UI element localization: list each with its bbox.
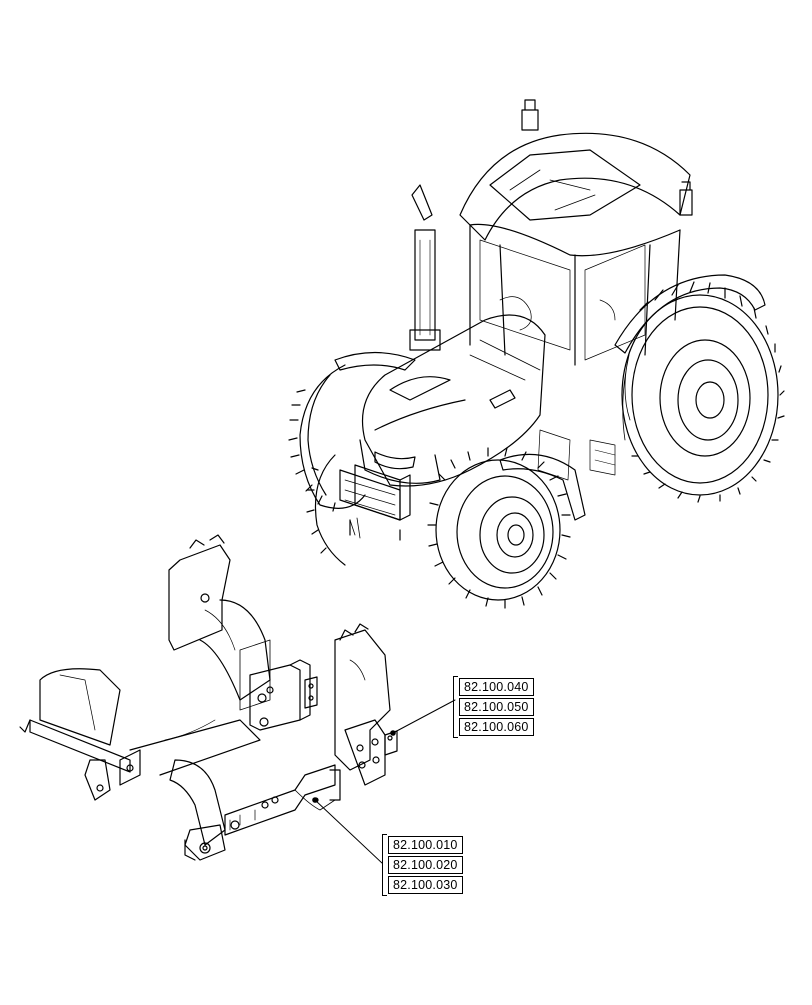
lower-callout-leader [314,799,383,864]
front-hitch-assembly [19,534,456,864]
front-hitch-lower-frame [224,764,336,836]
front-hitch-right-bracket [329,623,398,801]
front-right-fender [499,453,586,521]
ref-link-82-100-030[interactable]: 82.100.030 [388,876,463,894]
front-hitch-lower-arm [169,759,226,861]
ref-link-82-100-050[interactable]: 82.100.050 [459,698,534,716]
ref-link-82-100-020[interactable]: 82.100.020 [388,856,463,874]
front-hitch-left-bracket [168,534,271,711]
upper-callout: 82.100.040 82.100.050 82.100.060 [453,676,534,738]
tractor-hood [361,314,546,487]
front-ballast [349,464,411,539]
rear-left-wheel [288,364,366,512]
upper-callout-dot [390,730,396,736]
left-fender [334,351,416,371]
lower-callout-bracket [382,834,387,896]
upper-callout-bracket [453,676,458,738]
front-hitch-left-arm [19,668,261,801]
lower-callout: 82.100.010 82.100.020 82.100.030 [382,834,463,896]
upper-callout-leader [392,699,456,734]
tractor-cab [459,99,693,366]
front-hitch-center-plate [249,659,318,731]
lower-callout-dot [312,797,318,803]
rear-right-wheel [621,281,785,503]
front-right-wheel [427,447,571,609]
front-grille [339,439,441,541]
ref-link-82-100-040[interactable]: 82.100.040 [459,678,534,696]
ref-link-82-100-060[interactable]: 82.100.060 [459,718,534,736]
exhaust-pipe [409,184,441,351]
front-left-wheel [306,454,346,566]
ref-link-82-100-010[interactable]: 82.100.010 [388,836,463,854]
tractor-illustration [288,99,785,609]
rear-right-fender [614,274,766,354]
